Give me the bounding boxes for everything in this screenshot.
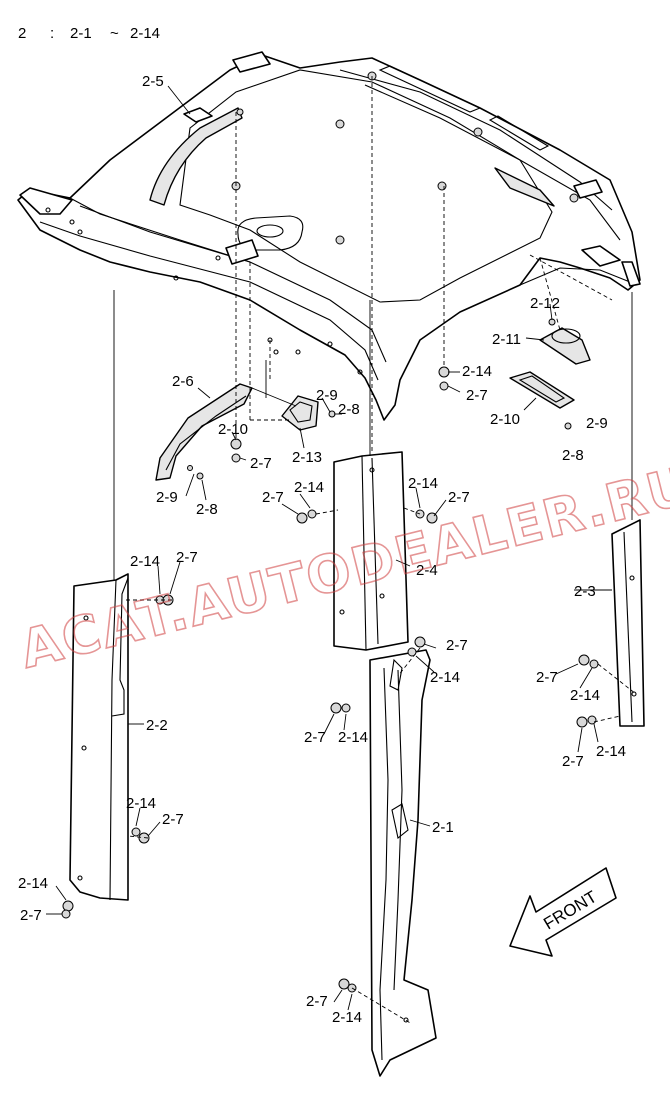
label-2-14-roof: 2-14	[462, 363, 492, 380]
diagram-header: 2 : 2-1 ~ 2-14	[18, 25, 160, 42]
front-direction-arrow: FRONT	[509, 867, 617, 957]
label-2-13: 2-13	[292, 449, 322, 466]
label-2-14-p1-top: 2-14	[430, 669, 460, 686]
label-2-14-center-right: 2-14	[408, 475, 438, 492]
label-2-6: 2-6	[172, 373, 194, 390]
label-2-7-left: 2-7	[250, 455, 272, 472]
label-2-7-p3-top: 2-7	[536, 669, 558, 686]
pillar-cover-2-2	[69, 573, 129, 901]
header-range-start: 2-1	[70, 25, 92, 42]
label-2-11: 2-11	[492, 331, 521, 348]
label-2-7-center-left: 2-7	[262, 489, 284, 506]
label-2-7-roof: 2-7	[466, 387, 488, 404]
label-2-7-p1-mid: 2-7	[304, 729, 326, 746]
pillar-cover-2-1	[369, 649, 437, 1077]
label-2-8-right: 2-8	[562, 447, 584, 464]
header-tilde: ~	[110, 25, 119, 42]
label-2-5: 2-5	[142, 73, 164, 90]
label-2-7-p3-bottom: 2-7	[562, 753, 584, 770]
label-2-7-p2-bottom: 2-7	[20, 907, 42, 924]
pillar-cover-2-3	[611, 519, 645, 727]
label-2-14-p2-mid: 2-14	[126, 795, 156, 812]
label-2-14-p1-bottom: 2-14	[332, 1009, 362, 1026]
label-2-9-right: 2-9	[586, 415, 608, 432]
dome-light-2-11	[539, 327, 591, 365]
handle-2-13	[281, 395, 319, 431]
label-2-3: 2-3	[574, 583, 596, 600]
leader-lines	[46, 85, 612, 1011]
alignment-lines	[113, 290, 633, 580]
assembly-dashed-lines	[124, 76, 637, 1025]
pillar-cover-2-4	[333, 451, 409, 651]
label-2-8-handle: 2-8	[338, 401, 360, 418]
header-group: 2	[18, 25, 26, 42]
label-2-7-p1-bottom: 2-7	[306, 993, 328, 1010]
label-2-14-pillar-top: 2-14	[130, 553, 160, 570]
header-sep: :	[50, 25, 54, 42]
label-2-7-p2-mid: 2-7	[162, 811, 184, 828]
part-labels: 2-5 2-6 2-12 2-11 2-14 2-7 2-10 2-9 2-8 …	[18, 73, 626, 1026]
label-2-10-lens: 2-10	[490, 411, 520, 428]
label-2-10-left: 2-10	[218, 421, 248, 438]
label-2-9-rib: 2-9	[156, 489, 178, 506]
trim-rib-2-6	[155, 383, 253, 481]
label-2-7-center-right: 2-7	[448, 489, 470, 506]
header-range-end: 2-14	[130, 25, 160, 42]
label-2-8-rib: 2-8	[196, 501, 218, 518]
label-2-14-p1-mid: 2-14	[338, 729, 368, 746]
lens-2-10	[509, 371, 575, 409]
label-2-12: 2-12	[530, 295, 560, 312]
label-2-4: 2-4	[416, 562, 438, 579]
label-2-1: 2-1	[432, 819, 454, 836]
label-2-14-p2-bottom: 2-14	[18, 875, 48, 892]
label-2-2: 2-2	[146, 717, 168, 734]
label-2-14-center-left: 2-14	[294, 479, 324, 496]
label-2-14-p3-top: 2-14	[570, 687, 600, 704]
ceiling-panel-2-5	[17, 51, 641, 421]
label-2-7-p1-top: 2-7	[446, 637, 468, 654]
label-2-9-handle: 2-9	[316, 387, 338, 404]
label-2-14-p3-bottom: 2-14	[596, 743, 626, 760]
label-2-7-pillar-top: 2-7	[176, 549, 198, 566]
